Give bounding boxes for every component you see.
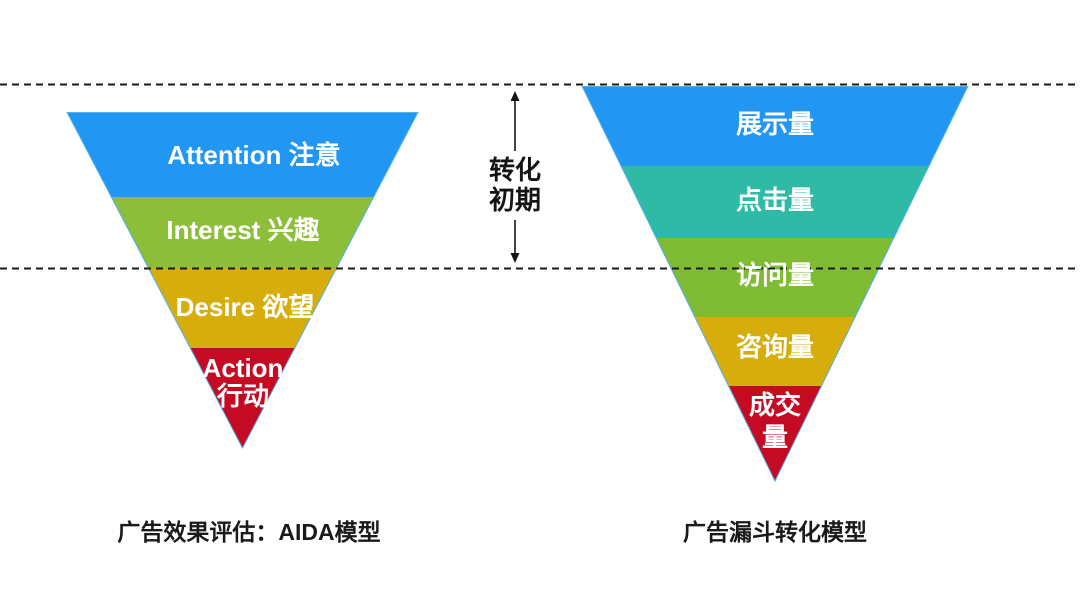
left-funnel-label-desire: Desire 欲望 [176,292,315,322]
right-funnel-layer-impressions [583,87,967,166]
left-funnel-label-interest: Interest 兴趣 [166,215,319,245]
stage-arrow-down-head-icon [510,253,520,263]
right-funnel-label-deals-line2: 量 [762,422,788,452]
stage-arrow [510,91,520,263]
right-funnel-layer-deals [729,386,821,480]
left-funnel-layer-desire [149,268,336,348]
stage-arrow-up-head-icon [510,91,520,101]
right-funnel-label-inquiries: 咨询量 [736,332,814,362]
left-funnel [66,112,419,450]
left-funnel-label-action-line2: 行动 [216,381,269,411]
right-funnel-layer-inquiries [695,317,855,386]
left-funnel-label-attention: Attention 注意 [167,140,340,170]
stage-marker-label-line2: 初期 [489,185,541,215]
right-funnel-label-visits: 访问量 [736,260,814,290]
stage-marker-label-line1: 转化 [489,155,541,185]
right-funnel [581,86,969,483]
right-funnel-layer-clicks [621,166,929,238]
left-funnel-label-action-line1: Action [203,353,284,383]
right-funnel-caption: 广告漏斗转化模型 [683,519,867,545]
right-funnel-label-impressions: 展示量 [736,109,814,139]
right-funnel-label-deals-line1: 成交 [749,390,801,420]
right-funnel-layer-visits [656,238,894,317]
left-funnel-layer-attention [68,113,417,197]
left-funnel-caption: 广告效果评估：AIDA模型 [117,519,380,545]
right-funnel-label-clicks: 点击量 [736,185,814,215]
left-funnel-layer-action [190,348,295,447]
left-funnel-layer-interest [111,197,374,268]
